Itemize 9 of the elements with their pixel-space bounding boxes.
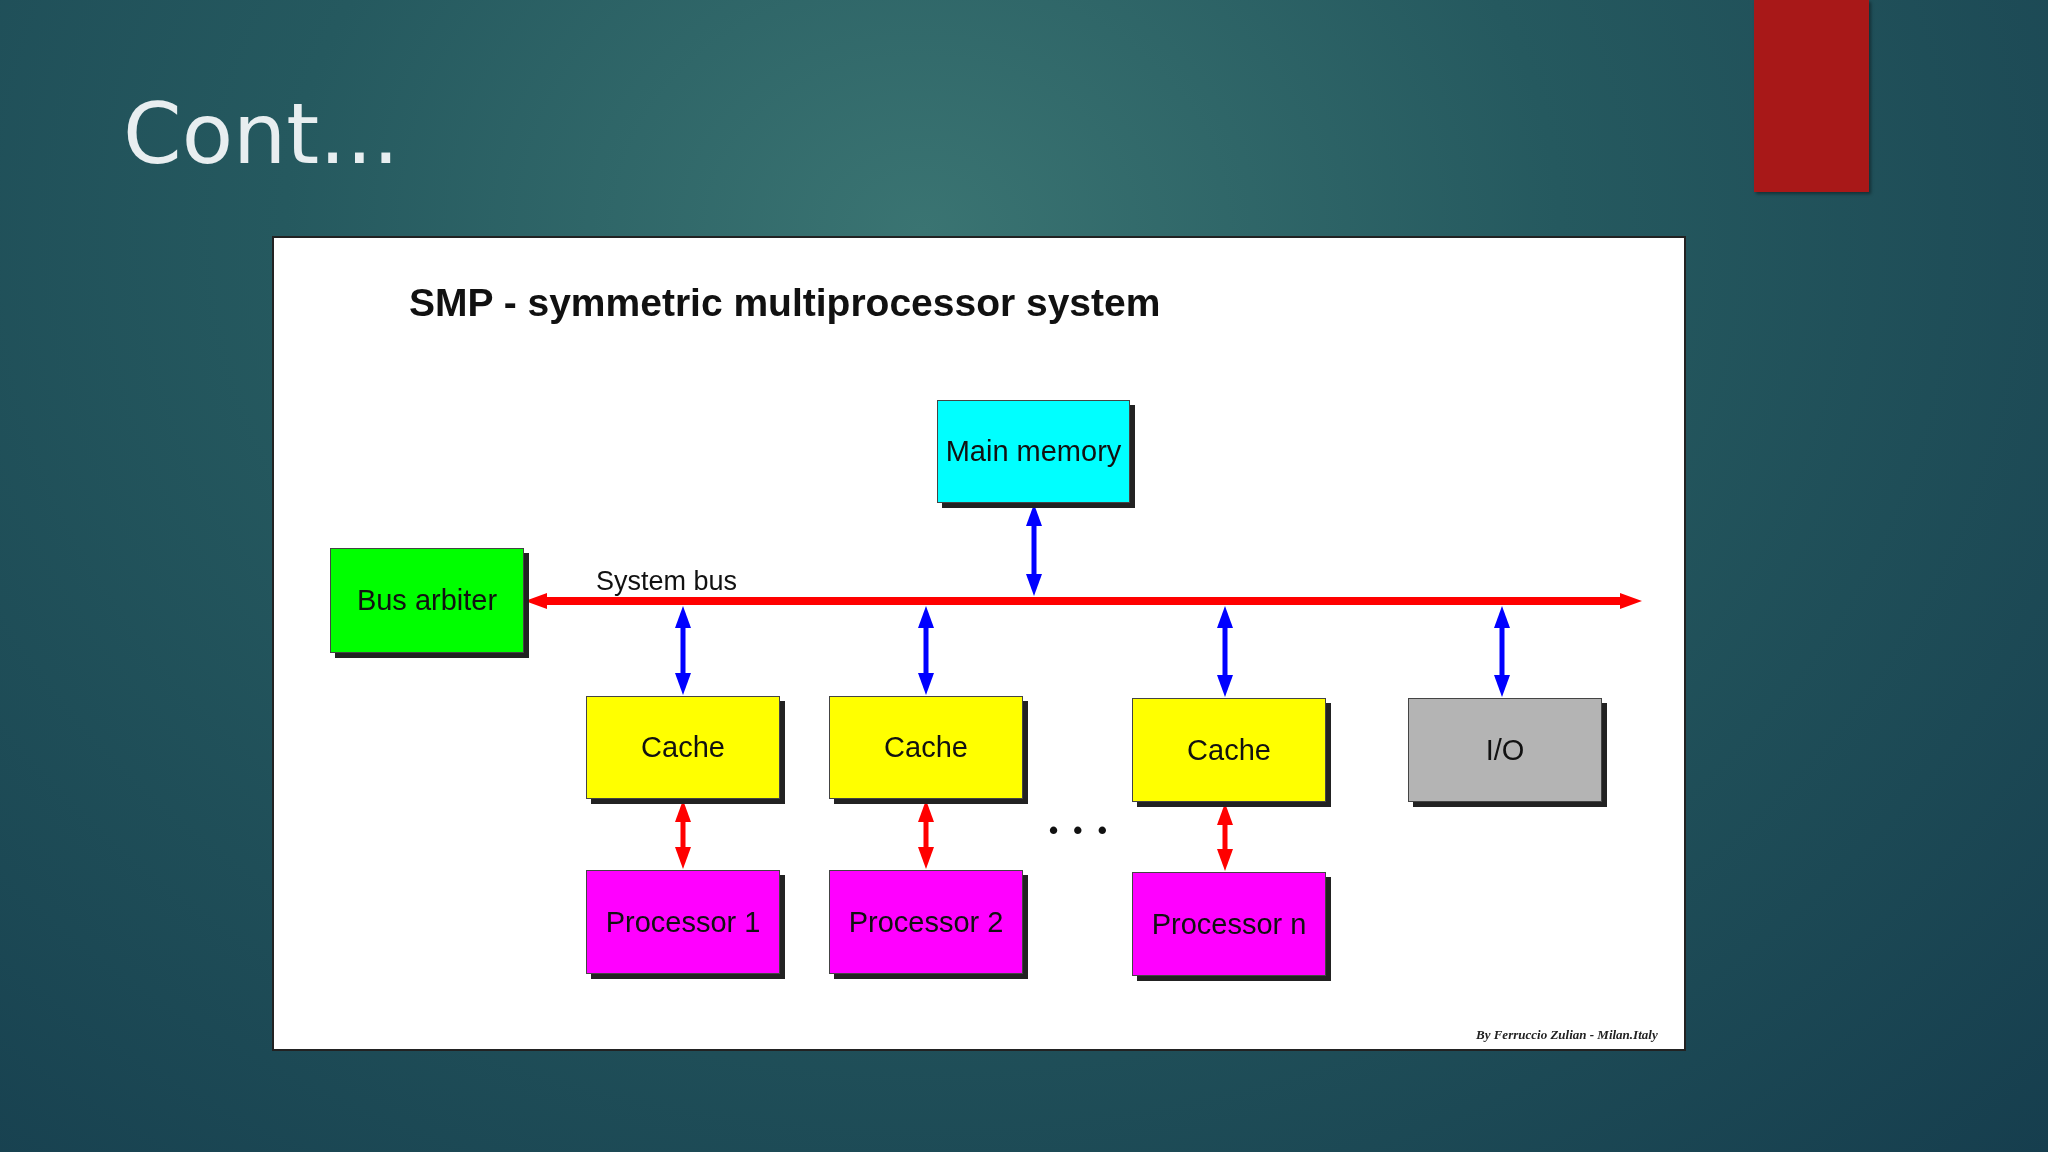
ellipsis: • • • (1049, 815, 1111, 846)
slide-title: Cont... (123, 85, 400, 183)
arrow (1217, 606, 1233, 697)
credit-note: By Ferruccio Zulian - Milan.Italy (1476, 1027, 1658, 1043)
arrow (918, 606, 934, 695)
arrow (1494, 606, 1510, 697)
arrow (675, 606, 691, 695)
bus-label: System bus (596, 566, 738, 597)
diagram-heading: SMP - symmetric multiprocessor system (409, 281, 1161, 325)
